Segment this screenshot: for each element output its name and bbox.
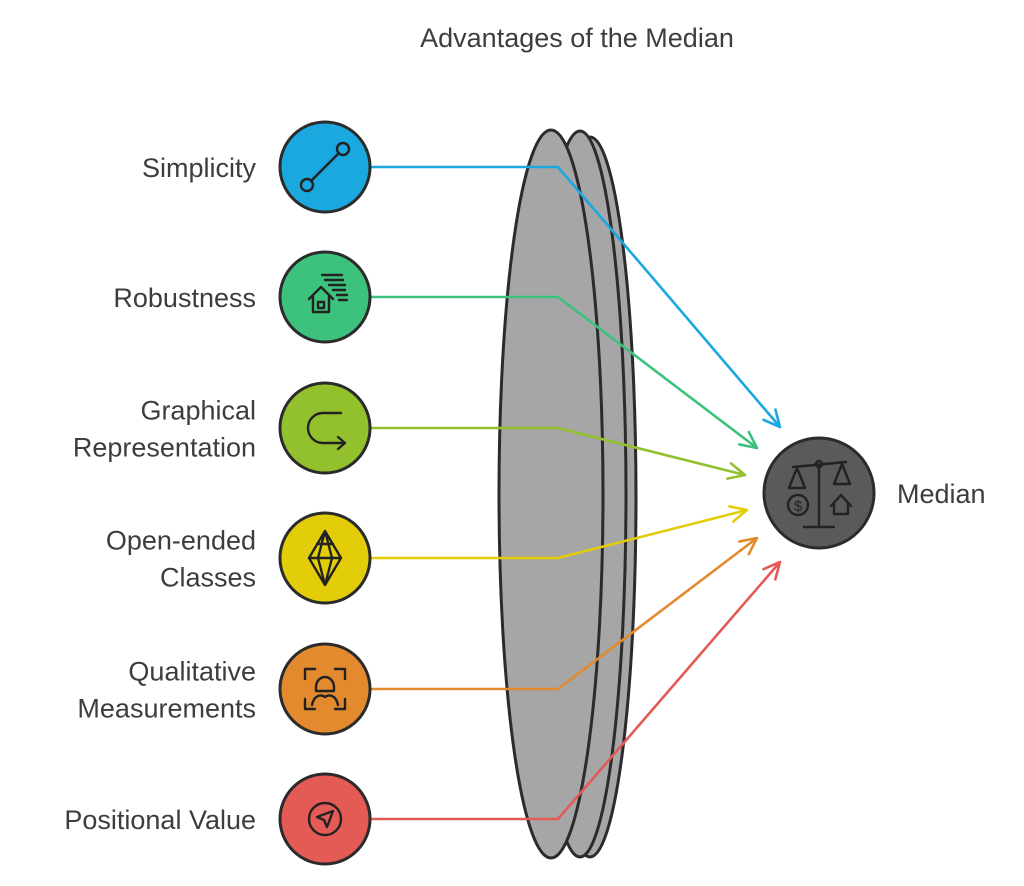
house-storm-icon — [307, 273, 349, 314]
connector-arrowhead — [726, 462, 747, 480]
connector-line — [370, 295, 758, 450]
advantage-label: Classes — [160, 563, 256, 593]
advantage-label: Simplicity — [142, 153, 257, 183]
connector-arrowhead — [762, 408, 782, 429]
connector-line — [370, 561, 781, 821]
advantage-circle — [278, 250, 372, 344]
median-node: $ Median — [762, 436, 986, 550]
balance-scale-money-house-icon: $ — [786, 459, 853, 529]
diagram-title: Advantages of the Median — [420, 23, 734, 53]
navigation-arrow-icon — [307, 801, 343, 837]
median-label: Median — [897, 479, 986, 509]
advantage-label: Measurements — [77, 694, 256, 724]
advantage-label: Open-ended — [106, 526, 256, 556]
connected-nodes-icon — [299, 141, 351, 193]
connector-arrowhead — [738, 536, 759, 556]
advantage-label: Robustness — [113, 283, 256, 313]
svg-text:$: $ — [794, 498, 803, 515]
advantage-label: Representation — [73, 433, 256, 463]
connector-line — [370, 536, 758, 691]
connector-arrowhead — [738, 430, 759, 450]
advantage-circle — [278, 381, 372, 475]
diamond-gem-icon — [307, 529, 343, 587]
advantage-label: Positional Value — [64, 805, 256, 835]
person-focus-icon — [303, 667, 347, 711]
advantage-circle — [278, 772, 372, 866]
lens-front-disc — [497, 128, 605, 860]
connector-line — [370, 508, 748, 560]
connector-lines — [370, 165, 782, 821]
advantage-item: Simplicity — [142, 120, 372, 214]
advantage-item: Robustness — [113, 250, 372, 344]
advantage-item: Positional Value — [64, 772, 372, 866]
lens-shape — [497, 128, 638, 860]
advantage-label: Qualitative — [128, 657, 256, 687]
connector-arrowhead — [728, 505, 749, 523]
advantage-label: Graphical — [140, 396, 256, 426]
connector-line — [370, 165, 781, 428]
advantage-circle — [278, 642, 372, 736]
advantages-list: SimplicityRobustnessGraphicalRepresentat… — [64, 120, 372, 866]
u-turn-arrow-icon — [306, 411, 347, 451]
connector-arrowhead — [762, 560, 782, 581]
connector-line — [370, 426, 746, 477]
